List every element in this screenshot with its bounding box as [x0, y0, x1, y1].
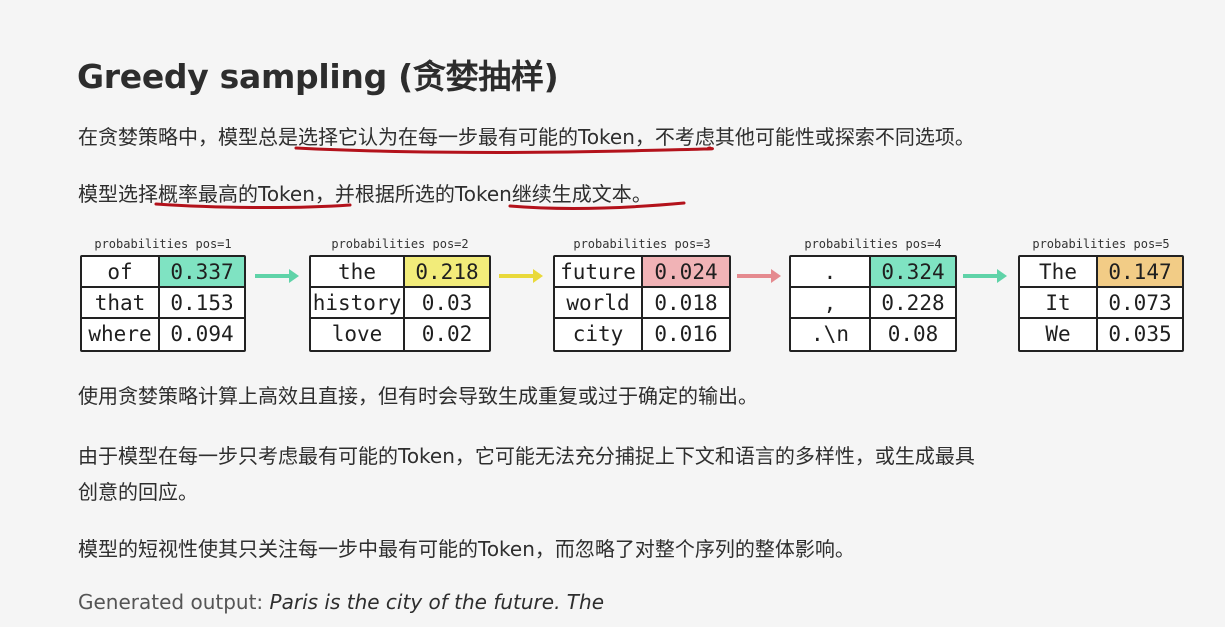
- p2-text-b: 概率最高的Token: [158, 182, 315, 206]
- generated-output: Generated output: Paris is the city of t…: [78, 590, 604, 614]
- token-cell: that: [82, 288, 160, 317]
- paragraph-myopia: 模型的短视性使其只关注每一步中最有可能的Token，而忽略了对整个序列的整体影响…: [78, 537, 855, 561]
- red-underline-mark: [294, 146, 714, 154]
- prob-cell-highlight: 0.218: [405, 257, 489, 286]
- p2-text-c: ，并根据所选的Token: [314, 182, 512, 206]
- table-row: .\n 0.08: [791, 319, 955, 350]
- p1-text-c: ，不考虑其他可能性或探索不同选项。: [634, 125, 975, 149]
- prob-table-pos1: probabilities pos=1 of 0.337 that 0.153 …: [80, 233, 246, 352]
- token-cell: It: [1020, 288, 1098, 317]
- generated-output-label: Generated output:: [78, 590, 270, 614]
- prob-cell-highlight: 0.024: [643, 257, 729, 286]
- table-row: world 0.018: [555, 288, 729, 319]
- token-cell: history: [311, 288, 405, 317]
- arrow-right-icon: [255, 269, 299, 283]
- token-cell: world: [555, 288, 643, 317]
- underline-segment: 概率最高的Token: [154, 182, 352, 210]
- table-title: probabilities pos=2: [331, 237, 469, 251]
- p2-text-e: 。: [631, 182, 652, 206]
- prob-cell: 0.153: [170, 291, 234, 315]
- token-cell: ,: [791, 288, 871, 317]
- table-row: love 0.02: [311, 319, 489, 350]
- table-title: probabilities pos=5: [1032, 237, 1170, 251]
- token-cell: love: [311, 319, 405, 350]
- table-title: probabilities pos=4: [804, 237, 942, 251]
- table-title: probabilities pos=1: [94, 237, 232, 251]
- prob-cell: 0.228: [881, 291, 945, 315]
- prob-cell-highlight: 0.324: [871, 257, 955, 286]
- token-cell: city: [555, 319, 643, 350]
- table-row: , 0.228: [791, 288, 955, 319]
- prob-cell: 0.073: [1108, 291, 1172, 315]
- token-cell: the: [311, 257, 405, 286]
- table-row: It 0.073: [1020, 288, 1182, 319]
- paragraph-efficiency: 使用贪婪策略计算上高效且直接，但有时会导致生成重复或过于确定的输出。: [78, 384, 758, 408]
- prob-cell: 0.08: [887, 322, 939, 346]
- table-row: . 0.324: [791, 257, 955, 288]
- arrow-right-icon: [737, 269, 781, 283]
- underline-segment: 继续生成文本: [508, 182, 686, 210]
- table-row: We 0.035: [1020, 319, 1182, 350]
- table-row: the 0.218: [311, 257, 489, 288]
- paragraph-diversity-line2: 创意的回应。: [78, 480, 198, 504]
- prob-cell: 0.018: [654, 291, 718, 315]
- token-cell: where: [82, 319, 160, 350]
- page-title: Greedy sampling (贪婪抽样): [77, 57, 559, 96]
- table-row: history 0.03: [311, 288, 489, 319]
- prob-cell: 0.016: [654, 322, 718, 346]
- underline-segment: 选择它认为在每一步最有可能的Token: [294, 125, 714, 154]
- arrow-right-icon: [499, 269, 543, 283]
- red-underline-mark: [154, 202, 352, 210]
- prob-table-pos2: probabilities pos=2 the 0.218 history 0.…: [309, 233, 491, 352]
- p1-text-a: 在贪婪策略中，模型总是: [78, 125, 298, 149]
- prob-cell: 0.094: [170, 322, 234, 346]
- token-cell: The: [1020, 257, 1098, 286]
- prob-cell-highlight: 0.337: [160, 257, 244, 286]
- prob-cell-highlight: 0.147: [1098, 257, 1182, 286]
- prob-cell: 0.03: [421, 291, 473, 315]
- prob-table-pos5: probabilities pos=5 The 0.147 It 0.073 W…: [1018, 233, 1184, 352]
- red-underline-mark: [508, 201, 686, 210]
- token-cell: .: [791, 257, 871, 286]
- paragraph-diversity-line1: 由于模型在每一步只考虑最有可能的Token，它可能无法充分捕捉上下文和语言的多样…: [78, 444, 975, 468]
- p2-text-d: 继续生成文本: [511, 182, 632, 206]
- prob-cell: 0.02: [421, 322, 473, 346]
- paragraph-highest-prob: 模型选择概率最高的Token，并根据所选的Token继续生成文本。: [78, 178, 686, 211]
- prob-cell: 0.035: [1108, 322, 1172, 346]
- arrow-right-icon: [963, 269, 1007, 283]
- token-cell: future: [555, 257, 643, 286]
- table-row: where 0.094: [82, 319, 244, 350]
- token-cell: .\n: [791, 319, 871, 350]
- token-cell: of: [82, 257, 160, 286]
- table-row: future 0.024: [555, 257, 729, 288]
- token-cell: We: [1020, 319, 1098, 350]
- table-row: that 0.153: [82, 288, 244, 319]
- p1-text-b: 选择它认为在每一步最有可能的Token: [298, 125, 635, 149]
- generated-output-text: Paris is the city of the future. The: [269, 590, 604, 614]
- table-title: probabilities pos=3: [573, 237, 711, 251]
- paragraph-greedy-definition: 在贪婪策略中，模型总是选择它认为在每一步最有可能的Token，不考虑其他可能性或…: [78, 121, 975, 154]
- table-row: of 0.337: [82, 257, 244, 288]
- table-row: city 0.016: [555, 319, 729, 350]
- prob-table-pos4: probabilities pos=4 . 0.324 , 0.228 .\n …: [789, 233, 957, 352]
- prob-table-pos3: probabilities pos=3 future 0.024 world 0…: [553, 233, 731, 352]
- p2-text-a: 模型选择: [78, 182, 158, 206]
- table-row: The 0.147: [1020, 257, 1182, 288]
